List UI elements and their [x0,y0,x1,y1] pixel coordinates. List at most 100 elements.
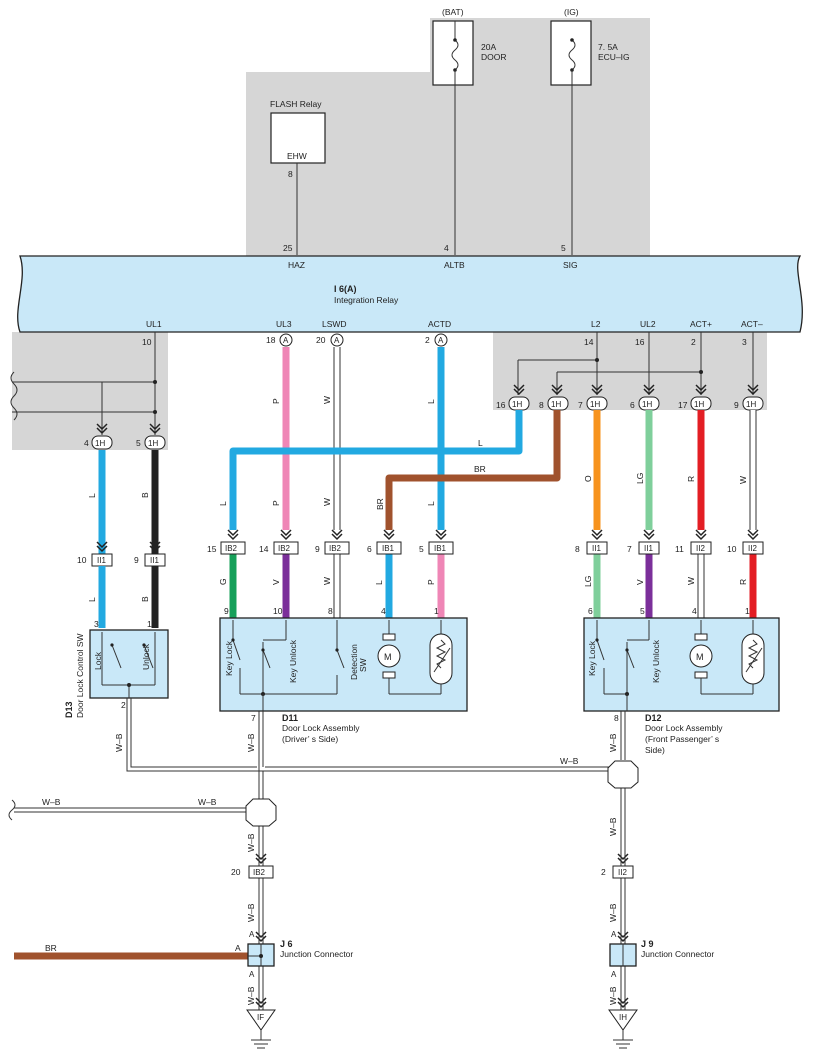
label-w-right: W [738,476,748,484]
svg-text:IB1: IB1 [434,544,447,553]
svg-text:4: 4 [692,606,697,616]
label-wb-j9: W–B [608,986,618,1005]
relay-pin-actminus-num: 3 [742,337,747,347]
j9-code: J 9 [641,939,654,949]
svg-text:9: 9 [734,400,739,410]
relay-pin-actplus-num: 2 [691,337,696,347]
chevron-icon [747,533,759,541]
j9-name: Junction Connector [641,949,714,959]
relay-pin-ul2-name: UL2 [640,319,656,329]
label-b-left: B [140,492,150,498]
svg-text:9: 9 [134,555,139,565]
conn-a-actd: A [434,333,448,347]
fuse-door: (BAT) 20A DOOR [432,7,507,86]
svg-text:15: 15 [207,544,217,554]
chevron-icon [643,388,655,396]
chevron-icon [747,388,759,396]
label-l-driver: L [374,580,384,585]
chevron-icon [747,529,759,537]
label-r-passenger: R [738,579,748,585]
svg-text:5: 5 [419,544,424,554]
relay-pin-l2-num: 14 [584,337,594,347]
relay-pin-haz-num: 25 [283,243,293,253]
chevron-icon [255,935,267,943]
d12-door-lock-assembly-passenger: 6 5 4 1 M Key Lock Key Unlock 8 D12 Door… [583,606,780,755]
svg-text:1H: 1H [148,439,158,448]
svg-text:IB2: IB2 [329,544,342,553]
label-wb-splice-right: W–B [608,817,618,836]
conn-ib2-20: 20 IB2 [231,865,274,879]
svg-text:IB2: IB2 [278,544,291,553]
conn-ii2-10: 10 II2 [727,541,764,555]
chevron-icon [643,533,655,541]
chevron-icon [591,388,603,396]
svg-text:8: 8 [539,400,544,410]
label-wb-d11: W–B [246,733,256,752]
svg-text:4: 4 [84,438,89,448]
svg-text:11: 11 [675,544,684,554]
chevron-icon [96,541,108,549]
label-wb-d13: W–B [114,733,124,752]
svg-text:1H: 1H [512,400,522,409]
svg-text:IH: IH [619,1013,627,1022]
fuse-ecu-ig-source: (IG) [564,7,579,17]
chevron-icon [383,529,395,537]
chevron-icon [617,857,629,865]
chevron-icon [551,384,563,392]
conn-a-lswd: A [330,333,344,347]
chevron-icon [617,997,629,1005]
label-b-ii1: B [140,596,150,602]
fuse-door-source: (BAT) [442,7,464,17]
chevron-icon [643,529,655,537]
label-g-driver: G [218,578,228,585]
chevron-icon [96,427,108,435]
relay-pin-actminus-name: ACT– [741,319,763,329]
relay-pin-actplus-name: ACT+ [690,319,712,329]
conn-ib2-15: 15 IB2 [207,541,246,555]
chevron-icon [383,533,395,541]
j6-code: J 6 [280,939,293,949]
d11-name-1: Door Lock Assembly [282,723,360,733]
svg-text:9: 9 [315,544,320,554]
relay-pin-actd-name: ACTD [428,319,451,329]
splice-right [607,760,639,789]
d13-unlock-label: Unlock [141,643,151,670]
flash-relay: FLASH Relay EHW 8 [270,99,326,255]
svg-text:A: A [611,930,617,939]
relay-name: Integration Relay [334,295,399,305]
relay-pin-sig-num: 5 [561,243,566,253]
relay-pin-l2-name: L2 [591,319,601,329]
label-wb-ib2: W–B [246,903,256,922]
svg-text:1H: 1H [694,400,704,409]
svg-text:7: 7 [578,400,583,410]
chevron-icon [149,427,161,435]
d11-motor: M [384,652,392,662]
conn-ib1-5: 5 IB1 [419,541,454,555]
conn-a-ul3: A [279,333,293,347]
flash-relay-pin: 8 [288,169,293,179]
chevron-icon [227,529,239,537]
relay-code: I 6(A) [334,284,357,294]
svg-text:20: 20 [231,867,241,877]
d11-detection: Detection [349,644,359,680]
upper-shaded-area [246,18,650,258]
svg-text:II1: II1 [644,544,653,553]
j9-junction-connector: A A J 9 Junction Connector [609,930,714,979]
label-l-cross: L [478,438,483,448]
chevron-icon [227,533,239,541]
chevron-icon [435,529,447,537]
svg-text:1H: 1H [551,400,561,409]
chevron-icon [617,931,629,939]
chevron-icon [96,545,108,553]
svg-text:10: 10 [273,606,283,616]
label-l-actd: L [426,399,436,404]
svg-text:A: A [235,943,241,953]
svg-text:17: 17 [678,400,688,410]
chevron-icon [96,423,108,431]
chevron-icon [747,384,759,392]
d12-key-lock: Key Lock [587,640,597,676]
d12-name-2: (Front Passenger’ s [645,734,719,744]
d12-name-3: Side) [645,745,665,755]
ground-ih: IH [608,1009,638,1049]
